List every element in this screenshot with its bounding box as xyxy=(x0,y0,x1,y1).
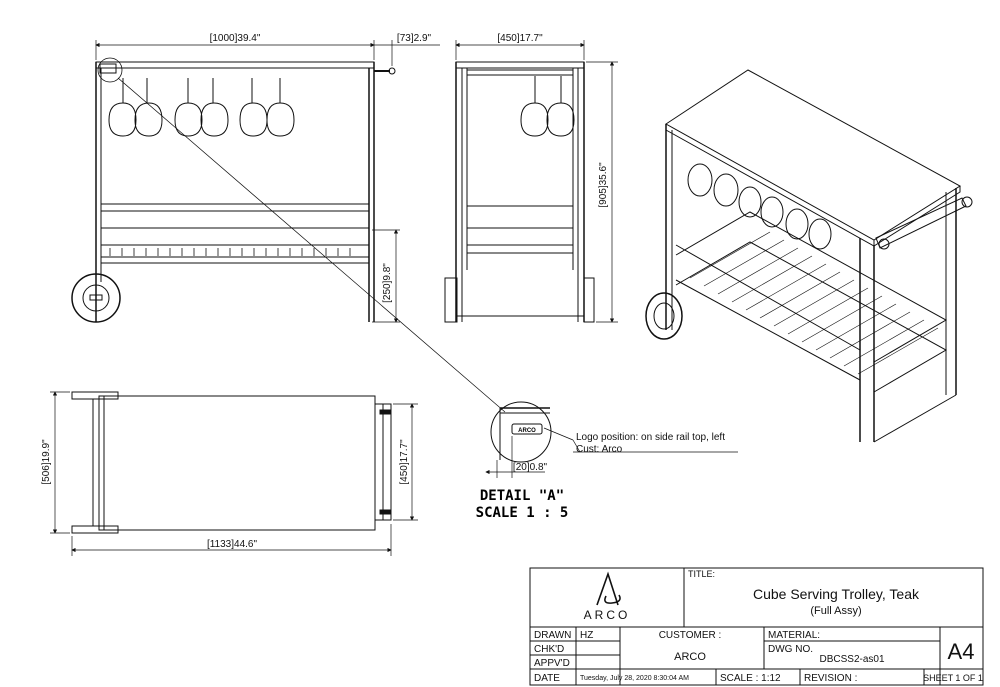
dim-logo-offset: [20]0.8" xyxy=(513,462,548,473)
front-wheel xyxy=(71,273,121,323)
dim-top-depth: [506]19.9" xyxy=(41,439,52,485)
top-board xyxy=(98,395,376,531)
iso-slats xyxy=(689,231,939,375)
front-dimensions xyxy=(95,40,440,323)
dim-top-inner-depth: [450]17.7" xyxy=(399,439,410,485)
drawing-title: Cube Serving Trolley, Teak xyxy=(753,586,920,602)
detail-leader-line xyxy=(117,77,506,413)
dim-overall-length: [1133]44.6" xyxy=(207,539,258,550)
logo-detail-mark xyxy=(99,63,117,74)
scale-label: SCALE : 1:12 xyxy=(720,673,781,684)
dim-handle-offset: [73]2.9" xyxy=(397,33,432,44)
drawn-value: HZ xyxy=(580,630,593,641)
drawing-subtitle: (Full Assy) xyxy=(810,605,861,617)
iso-glasses xyxy=(687,163,832,250)
detail-note-line2: Cust: Arco xyxy=(576,444,623,455)
detail-logo-text: ARCO xyxy=(518,428,536,434)
detail-a-view xyxy=(485,401,738,478)
side-wheel-right xyxy=(583,277,595,323)
date-value: Tuesday, July 28, 2020 8:30:04 AM xyxy=(580,675,689,682)
date-label: DATE xyxy=(534,673,560,684)
hanging-glasses xyxy=(108,78,295,137)
dwg-label: DWG NO. xyxy=(768,644,813,655)
front-top-board xyxy=(95,61,375,69)
brand-name: ARCO xyxy=(584,608,631,622)
side-view xyxy=(444,61,595,323)
dim-side-width: [450]17.7" xyxy=(497,33,543,44)
brand-logo xyxy=(596,571,621,606)
dwg-value: DBCSS2-as01 xyxy=(819,654,884,665)
detail-logo-plate xyxy=(511,423,543,435)
front-view xyxy=(71,57,396,323)
apprvd-label: APPV'D xyxy=(534,658,570,669)
front-upper-rail xyxy=(100,203,370,229)
detail-scale: SCALE 1 : 5 xyxy=(476,505,569,521)
dim-front-width: [1000]39.4" xyxy=(210,33,261,44)
side-wheel-left xyxy=(444,277,458,323)
iso-wheel xyxy=(645,292,683,340)
material-label: MATERIAL: xyxy=(768,630,820,641)
customer-value: ARCO xyxy=(674,651,706,663)
shelf-slats xyxy=(109,248,351,256)
chkd-label: CHK'D xyxy=(534,644,564,655)
detail-title: DETAIL "A" xyxy=(480,488,564,504)
iso-handle xyxy=(875,197,967,249)
isometric-view xyxy=(645,69,973,443)
detail-a-callout-circle xyxy=(97,57,123,83)
side-glasses xyxy=(520,76,575,137)
sheet-label: SHEET 1 OF 1 xyxy=(923,673,983,683)
drawn-label: DRAWN xyxy=(534,630,571,641)
dim-height: [905]35.6" xyxy=(598,162,609,208)
iso-shelf xyxy=(675,211,948,363)
top-view xyxy=(71,391,392,534)
sheet-size: A4 xyxy=(948,639,975,664)
dim-shelf-height: [250]9.8" xyxy=(382,263,393,303)
customer-label: CUSTOMER : xyxy=(659,630,722,641)
detail-note-line1: Logo position: on side rail top, left xyxy=(576,432,725,443)
title-block xyxy=(529,567,984,686)
title-label: TITLE: xyxy=(688,569,715,579)
side-dimensions xyxy=(455,40,618,323)
top-dimensions xyxy=(50,391,418,556)
revision-label: REVISION : xyxy=(804,673,857,684)
front-slatted-shelf xyxy=(100,244,370,258)
